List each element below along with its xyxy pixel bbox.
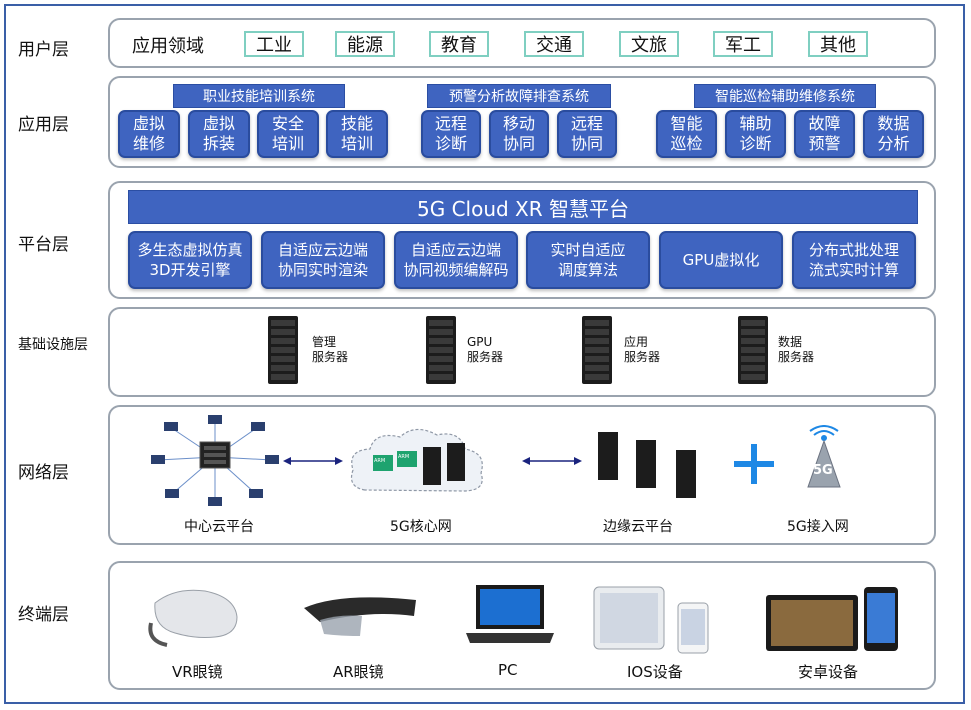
edge-cloud-servers-icon — [598, 432, 696, 498]
server-label-application: 应用 服务器 — [624, 335, 661, 364]
terminal-android-device: 安卓设备 — [798, 663, 859, 681]
cloud-core-network-icon — [350, 428, 483, 492]
app-data-analysis: 数据 分析 — [863, 110, 924, 158]
domain-tag-transport: 交通 — [524, 31, 584, 57]
platform-video-codec: 自适应云边端 协同视频编解码 — [394, 231, 518, 289]
server-label-gpu: GPU 服务器 — [467, 335, 504, 364]
app-skill-training: 技能 培训 — [326, 110, 388, 158]
app-mobile-collaboration: 移动 协同 — [489, 110, 549, 158]
chip-label: ARM — [374, 458, 386, 464]
vr-headset-icon — [148, 589, 238, 647]
diagram-frame — [4, 4, 965, 704]
infra-layer-panel — [108, 307, 936, 397]
ios-devices-icon — [593, 586, 709, 654]
central-cloud-network-icon — [151, 415, 279, 506]
terminal-pc: PC — [498, 661, 518, 679]
server-label-management: 管理 服务器 — [312, 335, 349, 364]
server-rack-icon — [582, 316, 612, 384]
network-node-edge-cloud: 边缘云平台 — [603, 519, 673, 535]
app-virtual-disassembly: 虚拟 拆装 — [188, 110, 250, 158]
network-node-5g-core: 5G核心网 — [390, 519, 452, 535]
network-node-5g-access: 5G接入网 — [787, 519, 849, 535]
5g-tower-icon — [807, 425, 841, 488]
domain-tag-culture-tourism: 文旅 — [619, 31, 679, 57]
platform-banner: 5G Cloud XR 智慧平台 — [128, 190, 918, 224]
server-label-data: 数据 服务器 — [778, 335, 815, 364]
plus-icon — [734, 444, 774, 484]
layer-label-user: 用户层 — [18, 40, 69, 60]
group-header-vocational-training: 职业技能培训系统 — [173, 84, 345, 108]
domain-tag-education: 教育 — [429, 31, 489, 57]
ar-glasses-icon — [304, 597, 416, 636]
bidirectional-arrow-icon — [522, 457, 582, 465]
platform-realtime-render: 自适应云边端 协同实时渲染 — [261, 231, 385, 289]
domain-tag-energy: 能源 — [335, 31, 395, 57]
platform-gpu-virtualization: GPU虚拟化 — [659, 231, 783, 289]
terminal-ar-glasses: AR眼镜 — [333, 663, 384, 681]
5g-tower-label: 5G — [813, 463, 833, 478]
group-header-fault-diagnosis: 预警分析故障排查系统 — [427, 84, 611, 108]
app-remote-diagnosis: 远程 诊断 — [421, 110, 481, 158]
server-rack-icon — [426, 316, 456, 384]
app-remote-collaboration: 远程 协同 — [557, 110, 617, 158]
bidirectional-arrow-icon — [283, 457, 343, 465]
application-domain-title: 应用领域 — [132, 36, 204, 57]
layer-label-terminal: 终端层 — [18, 605, 69, 625]
android-devices-icon — [766, 587, 898, 651]
platform-distributed-compute: 分布式批处理 流式实时计算 — [792, 231, 916, 289]
layer-label-infra: 基础设施层 — [18, 337, 88, 353]
app-fault-warning: 故障 预警 — [794, 110, 855, 158]
server-rack-icon — [738, 316, 768, 384]
domain-tag-other: 其他 — [808, 31, 868, 57]
app-virtual-maintenance: 虚拟 维修 — [118, 110, 180, 158]
domain-tag-military: 军工 — [713, 31, 773, 57]
app-safety-training: 安全 培训 — [257, 110, 319, 158]
layer-label-platform: 平台层 — [18, 235, 69, 255]
app-assisted-diagnosis: 辅助 诊断 — [725, 110, 786, 158]
platform-scheduling-algorithm: 实时自适应 调度算法 — [526, 231, 650, 289]
chip-label: ARM — [398, 454, 410, 460]
network-layer-panel — [108, 405, 936, 545]
server-rack-icon — [268, 316, 298, 384]
laptop-icon — [466, 585, 554, 643]
layer-label-app: 应用层 — [18, 115, 69, 135]
group-header-smart-inspection: 智能巡检辅助维修系统 — [694, 84, 876, 108]
domain-tag-industry: 工业 — [244, 31, 304, 57]
platform-3d-engine: 多生态虚拟仿真 3D开发引擎 — [128, 231, 252, 289]
network-node-central-cloud: 中心云平台 — [184, 519, 254, 535]
terminal-ios-device: IOS设备 — [627, 663, 683, 681]
layer-label-network: 网络层 — [18, 463, 69, 483]
terminal-vr-glasses: VR眼镜 — [172, 663, 223, 681]
app-smart-inspection: 智能 巡检 — [656, 110, 717, 158]
